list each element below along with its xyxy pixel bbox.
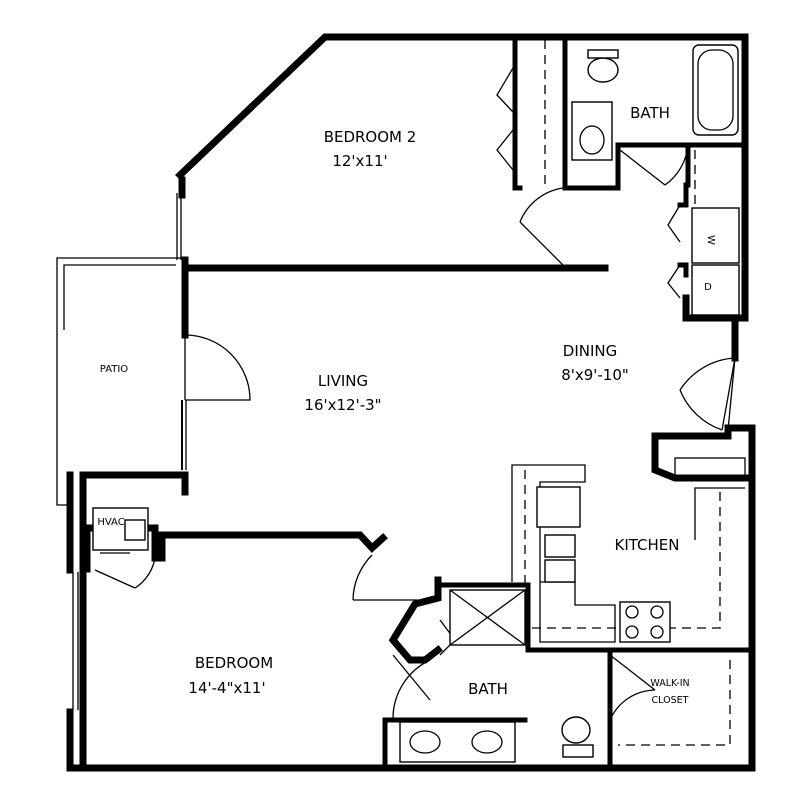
kitchen-sink-2	[544, 559, 576, 583]
fridge	[536, 486, 581, 528]
bedroom-size: 14'-4"x11'	[188, 679, 265, 697]
toilet-2	[561, 716, 591, 744]
dining-label: DINING	[563, 342, 617, 360]
walkin-label-2: CLOSET	[652, 695, 689, 706]
bedroom2-label: BEDROOM 2	[324, 128, 417, 146]
bath-top-label: BATH	[630, 104, 670, 122]
washer	[691, 207, 740, 264]
fixtures	[92, 40, 746, 763]
patio-label: PATIO	[100, 364, 129, 375]
bedroom2-size: 12'x11'	[332, 152, 387, 170]
living-label: LIVING	[318, 372, 368, 390]
dining-size: 8'x9'-10"	[561, 366, 629, 384]
dryer	[691, 264, 740, 316]
bedroom-label: BEDROOM	[195, 654, 273, 672]
kitchen-sink-1	[544, 534, 576, 558]
vanity-sink	[571, 101, 613, 161]
dryer-label: D	[704, 282, 712, 293]
doors	[94, 67, 736, 721]
kitchen-label: KITCHEN	[615, 536, 680, 554]
toilet	[587, 57, 619, 83]
bath-bottom-label: BATH	[468, 680, 508, 698]
windows	[72, 193, 182, 710]
labels: BEDROOM 2 12'x11' BATH DINING 8'x9'-10" …	[97, 104, 716, 706]
bathtub	[692, 44, 739, 136]
double-vanity	[399, 721, 516, 763]
exterior-walls	[66, 33, 756, 772]
living-size: 16'x12'-3"	[304, 396, 381, 414]
walkin-label-1: WALK-IN	[650, 678, 689, 689]
washer-label: W	[705, 235, 716, 245]
hvac-label: HVAC	[97, 517, 124, 528]
interior-walls	[84, 34, 755, 771]
patio-outline	[56, 257, 187, 506]
